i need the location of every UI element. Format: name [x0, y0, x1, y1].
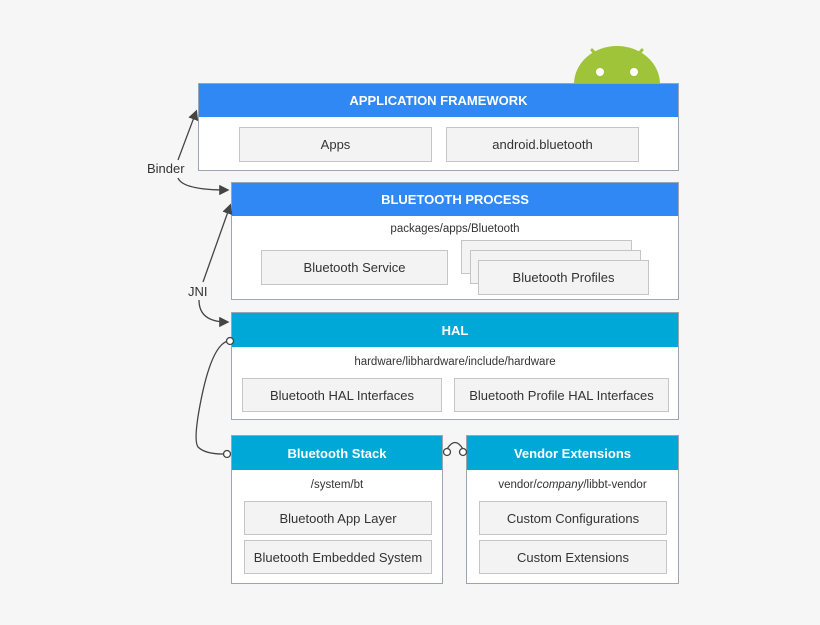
binder-arrow-down — [177, 177, 230, 196]
hal-layer: HAL hardware/libhardware/include/hardwar… — [231, 312, 679, 420]
bluetooth-stack-layer: Bluetooth Stack /system/bt Bluetooth App… — [231, 435, 443, 584]
android-bluetooth-box: android.bluetooth — [446, 127, 639, 162]
bluetooth-hal-interfaces-box: Bluetooth HAL Interfaces — [242, 378, 442, 412]
jni-label: JNI — [188, 284, 208, 299]
hal-path: hardware/libhardware/include/hardware — [354, 356, 556, 368]
bluetooth-process-header: BLUETOOTH PROCESS — [232, 183, 678, 216]
bluetooth-profile-hal-interfaces-box: Bluetooth Profile HAL Interfaces — [454, 378, 669, 412]
bluetooth-stack-path: /system/bt — [310, 479, 364, 491]
bluetooth-process-layer: BLUETOOTH PROCESS packages/apps/Bluetoot… — [231, 182, 679, 300]
custom-extensions-box: Custom Extensions — [479, 540, 667, 574]
jni-arrow-down — [198, 299, 230, 328]
vendor-extensions-header: Vendor Extensions — [467, 436, 678, 470]
application-framework-header: APPLICATION FRAMEWORK — [199, 84, 678, 117]
hal-header: HAL — [232, 313, 678, 347]
apps-box: Apps — [239, 127, 432, 162]
vendor-extensions-layer: Vendor Extensions vendor/company/libbt-v… — [466, 435, 679, 584]
binder-label: Binder — [147, 161, 185, 176]
vendor-extensions-path: vendor/company/libbt-vendor — [498, 479, 647, 491]
bluetooth-service-box: Bluetooth Service — [261, 250, 448, 285]
bluetooth-embedded-system-box: Bluetooth Embedded System — [244, 540, 432, 574]
hal-stack-connector — [195, 340, 229, 455]
stack-vendor-connector — [446, 441, 464, 450]
application-framework-layer: APPLICATION FRAMEWORK Apps android.bluet… — [198, 83, 679, 171]
jni-arrow-up — [202, 203, 233, 283]
binder-arrow-up — [177, 109, 199, 161]
bluetooth-app-layer-box: Bluetooth App Layer — [244, 501, 432, 535]
bluetooth-stack-header: Bluetooth Stack — [232, 436, 442, 470]
bluetooth-process-path: packages/apps/Bluetooth — [390, 223, 520, 235]
bluetooth-profiles-box: Bluetooth Profiles — [478, 260, 649, 295]
custom-configurations-box: Custom Configurations — [479, 501, 667, 535]
